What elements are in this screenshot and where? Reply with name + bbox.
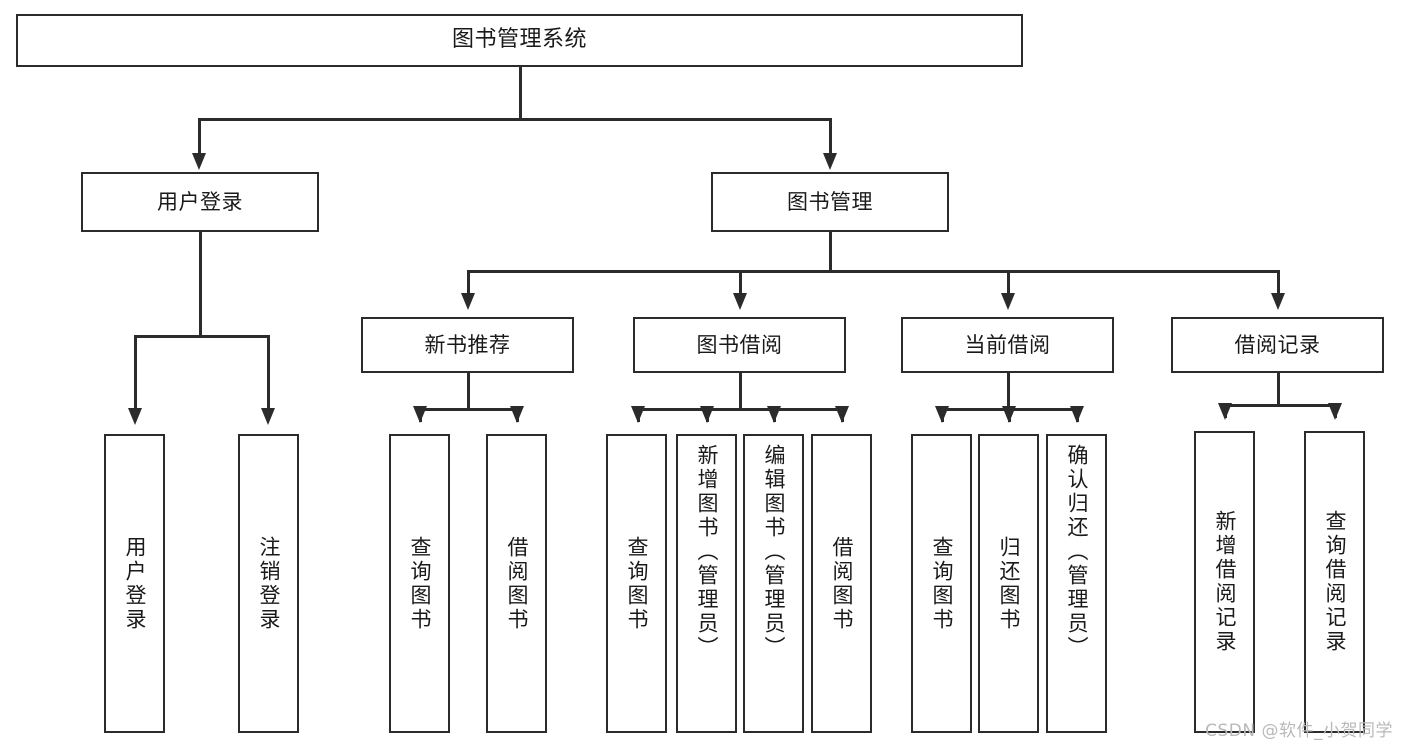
arrow-to-leaf-query-record	[1328, 403, 1342, 420]
arrow-to-borrow-record	[1271, 293, 1285, 310]
edge-borrowrecord-stem	[1277, 373, 1280, 404]
edge-newbook-bus	[419, 408, 519, 411]
edge-userlogin-bus	[134, 335, 269, 338]
node-label: 借阅图书	[830, 535, 854, 632]
arrow-to-leaf-add-record	[1218, 403, 1232, 420]
node-label: 查询图书	[625, 535, 649, 632]
arrow-to-leaf-query-book-1	[413, 406, 427, 423]
arrow-to-leaf-edit-book	[767, 406, 781, 423]
leaf-user-login[interactable]: 用户登录	[104, 434, 165, 733]
node-label: 用户登录	[123, 535, 147, 632]
node-book-borrow[interactable]: 图书借阅	[633, 317, 846, 373]
watermark-text: CSDN @软件_小贺同学	[1205, 721, 1393, 741]
edge-bookborrow-stem	[739, 373, 742, 408]
node-new-book-rec[interactable]: 新书推荐	[361, 317, 574, 373]
arrow-to-book-manage	[823, 153, 837, 170]
arrow-to-leaf-borrow-book-2	[835, 406, 849, 423]
leaf-return-book[interactable]: 归还图书	[978, 434, 1039, 733]
edge-bookmanage-drop-2	[739, 270, 742, 295]
leaf-borrow-book-2[interactable]: 借阅图书	[811, 434, 872, 733]
node-label: 图书管理	[787, 189, 873, 214]
edge-userlogin-drop-1	[134, 335, 137, 410]
arrow-to-user-login	[192, 153, 206, 170]
edge-root-stem	[519, 67, 522, 118]
leaf-query-record[interactable]: 查询借阅记录	[1304, 431, 1365, 733]
edge-bookmanage-drop-1	[467, 270, 470, 295]
edge-newbook-stem	[467, 373, 470, 408]
node-label: 查询图书	[930, 535, 954, 632]
arrow-to-current-borrow	[1001, 293, 1015, 310]
node-user-login[interactable]: 用户登录	[81, 172, 319, 232]
node-label: 借阅记录	[1234, 332, 1321, 357]
node-label: 图书管理系统	[451, 27, 587, 53]
leaf-add-record[interactable]: 新增借阅记录	[1194, 431, 1255, 733]
edge-currentborrow-stem	[1007, 373, 1010, 408]
edge-userlogin-stem	[199, 232, 202, 335]
arrow-to-leaf-logout	[261, 408, 275, 425]
node-root-system[interactable]: 图书管理系统	[16, 14, 1023, 67]
leaf-query-book-3[interactable]: 查询图书	[911, 434, 972, 733]
edge-bookmanage-drop-3	[1007, 270, 1010, 295]
leaf-confirm-return[interactable]: 确认归还（管理员）	[1046, 434, 1107, 733]
arrow-to-leaf-borrow-book-1	[510, 406, 524, 423]
edge-bookmanage-stem	[829, 232, 832, 270]
edge-borrowrecord-bus	[1224, 404, 1337, 407]
arrow-to-leaf-return-book	[1002, 406, 1016, 423]
leaf-edit-book[interactable]: 编辑图书（管理员）	[743, 434, 804, 733]
node-label: 编辑图书（管理员）	[762, 444, 786, 660]
leaf-query-book-1[interactable]: 查询图书	[389, 434, 450, 733]
leaf-add-book[interactable]: 新增图书（管理员）	[676, 434, 737, 733]
arrow-to-leaf-query-book-3	[935, 406, 949, 423]
edge-root-drop-right	[829, 118, 832, 155]
node-borrow-record[interactable]: 借阅记录	[1171, 317, 1384, 373]
leaf-logout[interactable]: 注销登录	[238, 434, 299, 733]
node-label: 用户登录	[157, 189, 243, 214]
edge-root-drop-left	[198, 118, 201, 155]
arrow-to-leaf-query-book-2	[631, 406, 645, 423]
edge-root-bus	[198, 118, 831, 121]
leaf-borrow-book-1[interactable]: 借阅图书	[486, 434, 547, 733]
node-label: 新增借阅记录	[1213, 510, 1237, 654]
arrow-to-new-book-rec	[461, 293, 475, 310]
edge-userlogin-drop-2	[267, 335, 270, 410]
edge-bookmanage-drop-4	[1277, 270, 1280, 295]
node-label: 注销登录	[257, 535, 281, 632]
node-label: 查询借阅记录	[1323, 510, 1347, 654]
node-label: 借阅图书	[505, 535, 529, 632]
arrow-to-book-borrow	[733, 293, 747, 310]
node-label: 确认归还（管理员）	[1065, 444, 1089, 660]
node-label: 归还图书	[997, 535, 1021, 632]
node-label: 新增图书（管理员）	[695, 444, 719, 660]
node-book-manage[interactable]: 图书管理	[711, 172, 949, 232]
leaf-query-book-2[interactable]: 查询图书	[606, 434, 667, 733]
node-label: 图书借阅	[696, 332, 783, 357]
node-label: 新书推荐	[424, 332, 511, 357]
edge-bookborrow-bus	[637, 408, 844, 411]
node-current-borrow[interactable]: 当前借阅	[901, 317, 1114, 373]
node-label: 当前借阅	[964, 332, 1051, 357]
arrow-to-leaf-user-login	[128, 408, 142, 425]
node-label: 查询图书	[408, 535, 432, 632]
arrow-to-leaf-confirm-return	[1070, 406, 1084, 423]
edge-bookmanage-bus	[467, 270, 1279, 273]
arrow-to-leaf-add-book	[700, 406, 714, 423]
